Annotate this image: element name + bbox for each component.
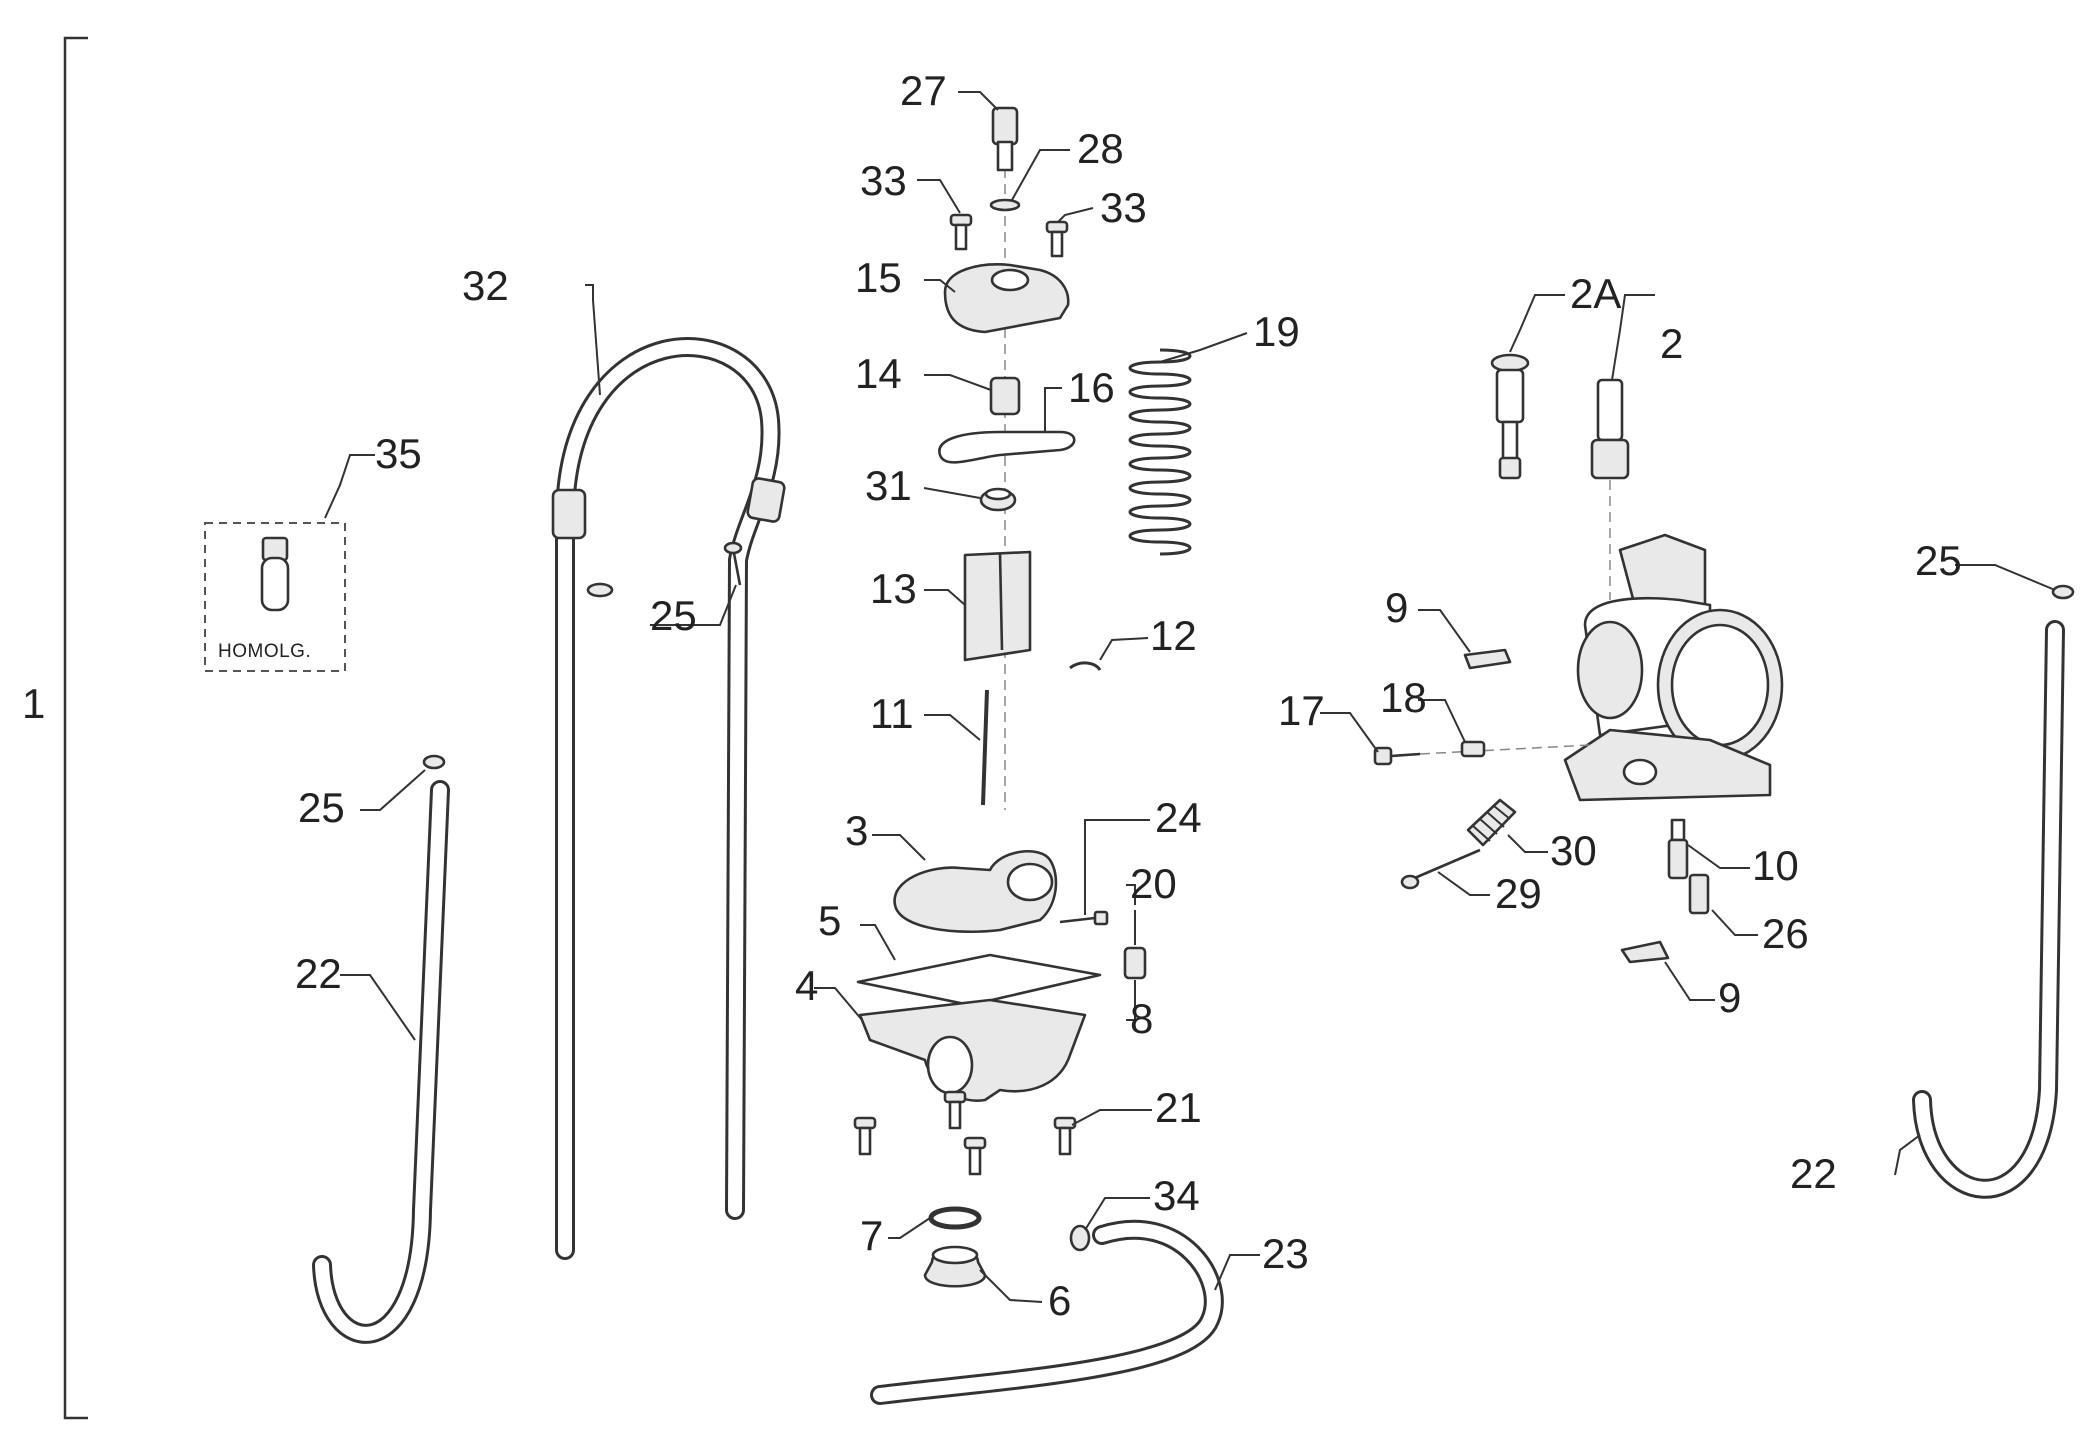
part-19-spring — [1128, 348, 1192, 556]
callout-34: 34 — [1153, 1172, 1200, 1219]
part-2-idle-screw — [1590, 378, 1630, 600]
part-28-o-ring — [989, 198, 1021, 212]
callout-10: 10 — [1752, 842, 1799, 889]
part-16-gasket — [938, 430, 1076, 464]
callout-4: 4 — [795, 962, 818, 1009]
callout-9-lower: 9 — [1718, 974, 1741, 1021]
part-18-spring-clip — [1460, 740, 1486, 758]
part-25-clamp-left — [422, 754, 446, 770]
part-23-fuel-hose — [870, 1219, 1224, 1405]
part-25-clamp-hose32 — [586, 541, 743, 598]
callout-9-upper: 9 — [1385, 584, 1408, 631]
part-3-carb-top — [893, 850, 1058, 934]
callout-12: 12 — [1150, 612, 1197, 659]
part-32-vent-hose — [551, 337, 786, 1260]
leader-lines — [324, 91, 2056, 1303]
callout-15: 15 — [855, 254, 902, 301]
callout-25-left: 25 — [298, 784, 345, 831]
part-25-clamp-right — [2051, 584, 2075, 600]
callout-25-right: 25 — [1915, 537, 1962, 584]
callout-25-hose32: 25 — [650, 592, 697, 639]
callout-8: 8 — [1130, 995, 1153, 1042]
callout-19: 19 — [1253, 308, 1300, 355]
part-6-drain-plug — [923, 1245, 987, 1288]
callout-24: 24 — [1155, 794, 1202, 841]
callout-2: 2 — [1660, 320, 1683, 367]
part-9-bracket-lower — [1620, 940, 1670, 964]
carburetor-body — [1563, 533, 1784, 802]
part-12-clip — [1069, 661, 1102, 671]
callout-labels: 27 28 33 33 15 32 14 16 19 2A 2 35 31 25… — [295, 67, 1962, 1324]
part-21-bowl-screw — [853, 1090, 1077, 1176]
part-5-bowl-gasket — [856, 953, 1102, 1007]
part-24-pilot-screw — [1059, 910, 1109, 926]
callout-22-left: 22 — [295, 950, 342, 997]
part-14-needle-holder — [989, 376, 1021, 416]
callout-2a: 2A — [1570, 270, 1621, 317]
callout-5: 5 — [818, 897, 841, 944]
part-22-hose-right — [1912, 620, 2065, 1199]
callout-33-left: 33 — [860, 157, 907, 204]
part-8-main-jet — [1123, 946, 1147, 980]
callout-7: 7 — [860, 1212, 883, 1259]
assembly-bracket: 1 — [22, 36, 88, 1420]
callout-22-right: 22 — [1790, 1150, 1837, 1197]
callout-30: 30 — [1550, 827, 1597, 874]
callout-28: 28 — [1077, 125, 1124, 172]
callout-33-right: 33 — [1100, 184, 1147, 231]
part-9-bracket-upper — [1463, 648, 1512, 670]
callout-17: 17 — [1278, 687, 1325, 734]
homolog-label: HOMOLG. — [218, 641, 311, 662]
callout-21: 21 — [1155, 1084, 1202, 1131]
part-4-float-bowl — [858, 998, 1087, 1102]
part-31-spacer — [979, 487, 1017, 512]
callout-6: 6 — [1048, 1277, 1071, 1324]
callout-20: 20 — [1130, 860, 1177, 907]
part-13-throttle-slide — [963, 550, 1032, 662]
callout-14: 14 — [855, 350, 902, 397]
assembly-number: 1 — [22, 680, 45, 727]
part-22-hose-left — [312, 780, 450, 1344]
part-10-fitting — [1667, 818, 1689, 880]
callout-29: 29 — [1495, 870, 1542, 917]
part-29-shaft — [1400, 848, 1481, 890]
callout-35: 35 — [375, 430, 422, 477]
callout-13: 13 — [870, 565, 917, 612]
callout-11: 11 — [870, 690, 914, 737]
callout-23: 23 — [1262, 1230, 1309, 1277]
callout-26: 26 — [1762, 910, 1809, 957]
part-33-screw-left — [949, 213, 973, 251]
part-26-fitting — [1688, 873, 1710, 915]
part-2a-air-screw — [1490, 353, 1530, 480]
part-30-spring — [1466, 798, 1517, 847]
callout-32: 32 — [462, 262, 509, 309]
callout-3: 3 — [845, 807, 868, 854]
callout-18: 18 — [1380, 674, 1427, 721]
callout-31: 31 — [865, 462, 912, 509]
callout-27: 27 — [900, 67, 947, 114]
part-27-adjuster-screw — [991, 106, 1019, 172]
part-11-jet-needle — [981, 689, 989, 806]
part-17-throttle-screw — [1373, 744, 1591, 766]
part-34-hose-clamp — [1069, 1224, 1091, 1252]
callout-16: 16 — [1068, 364, 1115, 411]
part-35-homologated-jet: HOMOLG. — [204, 522, 346, 672]
part-15-top-cap — [943, 263, 1070, 334]
part-33-screw-right — [1045, 220, 1069, 258]
part-7-drain-o-ring — [928, 1206, 982, 1230]
